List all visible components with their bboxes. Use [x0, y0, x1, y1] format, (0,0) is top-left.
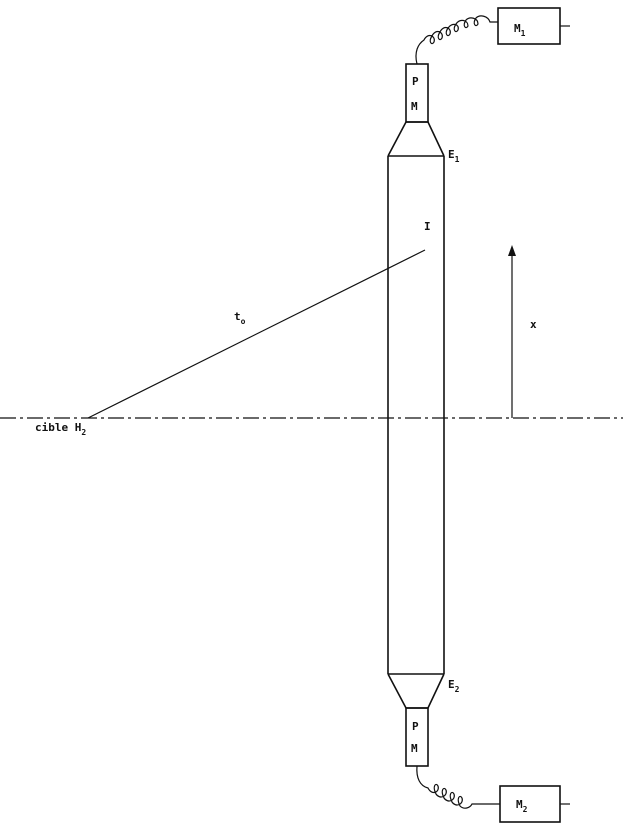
- pm-bottom-m-label: M: [411, 742, 418, 755]
- module-m1: [497, 7, 561, 45]
- light-guide-bottom: [387, 673, 445, 709]
- x-axis-label: x: [530, 318, 537, 331]
- module-m2: [499, 785, 561, 823]
- pm-top-p-label: P: [412, 75, 419, 88]
- light-guide-top: [387, 121, 445, 157]
- module-m1-label: M1: [514, 22, 526, 38]
- e2-label: E2: [448, 678, 460, 694]
- scintillator-bar: [387, 155, 445, 675]
- cable-bottom: [416, 765, 500, 809]
- photomultiplier-bottom: [405, 707, 429, 767]
- pm-top-m-label: M: [411, 100, 418, 113]
- module-m2-label: M2: [516, 798, 528, 814]
- target-label: cible H2: [35, 421, 86, 437]
- trajectory-line: [87, 249, 426, 419]
- pm-bottom-p-label: P: [412, 720, 419, 733]
- t0-label: to: [234, 310, 246, 326]
- x-arrow-head: [508, 245, 516, 256]
- impact-label: I: [424, 220, 431, 233]
- cable-top: [415, 15, 498, 65]
- photomultiplier-top: [405, 63, 429, 123]
- e1-label: E1: [448, 148, 460, 164]
